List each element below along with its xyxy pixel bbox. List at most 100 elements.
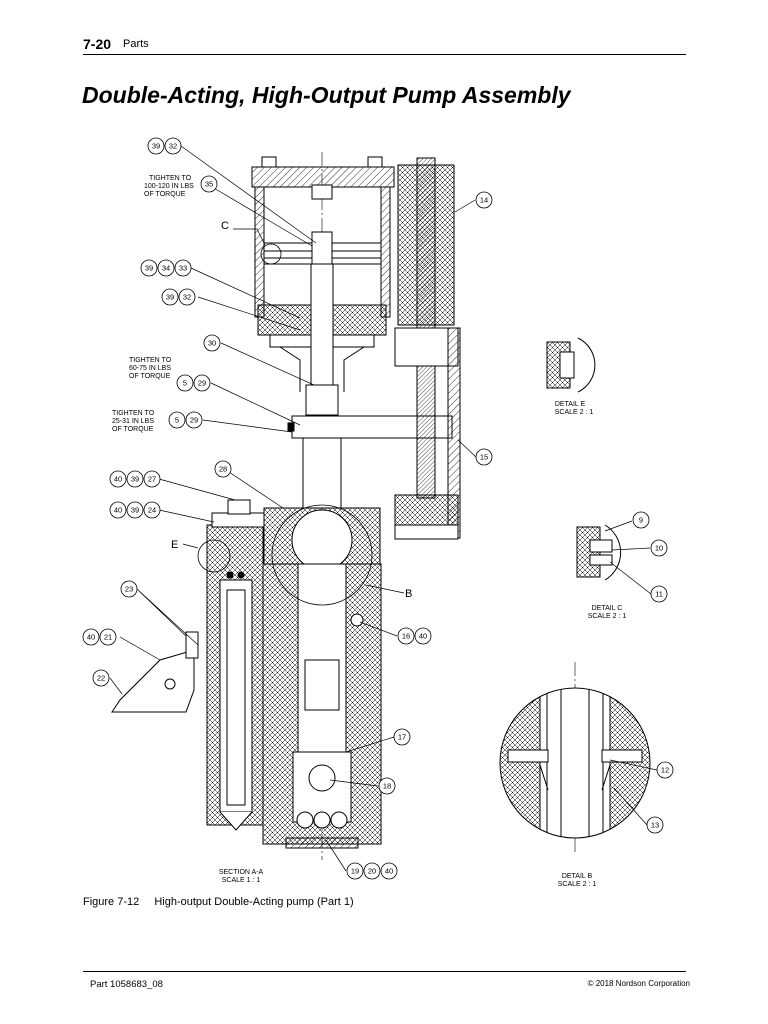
svg-text:30: 30	[208, 339, 216, 348]
detail-e-label: DETAIL E	[555, 401, 586, 408]
svg-text:13: 13	[651, 821, 659, 830]
footer-copyright: © 2018 Nordson Corporation	[587, 979, 690, 988]
svg-text:40: 40	[419, 632, 427, 641]
callout-39-32-top: 39 32	[147, 137, 182, 155]
svg-text:34: 34	[162, 264, 170, 273]
torque-note-1-line2: 100-120 IN LBS	[144, 183, 194, 190]
svg-text:40: 40	[114, 475, 122, 484]
svg-text:19: 19	[351, 867, 359, 876]
svg-text:33: 33	[179, 264, 187, 273]
callout-12: 12	[656, 761, 674, 779]
svg-text:32: 32	[169, 142, 177, 151]
svg-text:18: 18	[383, 782, 391, 791]
svg-text:27: 27	[148, 475, 156, 484]
svg-text:39: 39	[145, 264, 153, 273]
svg-text:39: 39	[152, 142, 160, 151]
section-scale: SCALE 1 : 1	[222, 877, 261, 884]
torque-note-3-line1: TIGHTEN TO	[112, 410, 155, 417]
svg-text:9: 9	[639, 516, 643, 525]
callout-5-29-a: 5 29	[176, 374, 211, 392]
callout-15: 15	[475, 448, 493, 466]
svg-text:11: 11	[655, 590, 663, 599]
callout-35: 35	[200, 175, 218, 193]
callout-22: 22	[92, 669, 110, 687]
svg-text:5: 5	[183, 379, 187, 388]
detail-b-view: DETAIL B SCALE 2 : 1	[499, 662, 651, 888]
svg-text:10: 10	[655, 544, 663, 553]
callout-13: 13	[646, 816, 664, 834]
torque-note-3-line2: 25-31 IN LBS	[112, 418, 154, 425]
svg-text:14: 14	[480, 196, 488, 205]
torque-note-3: TIGHTEN TO 25-31 IN LBS OF TORQUE	[112, 410, 155, 433]
detail-b-scale: SCALE 2 : 1	[558, 881, 597, 888]
page-title: Double-Acting, High-Output Pump Assembly	[82, 82, 571, 108]
detail-e-view: DETAIL E SCALE 2 : 1	[546, 337, 596, 416]
callout-40-39-24: 40 39 24	[109, 501, 161, 519]
figure-caption: Figure 7-12 High-output Double-Acting pu…	[83, 896, 354, 908]
callout-14: 14	[475, 191, 493, 209]
svg-text:22: 22	[97, 674, 105, 683]
section-name: Parts	[123, 38, 149, 50]
callout-bubble-group: 39 32 35 39 34 33 39 32 30 5 29 5 29 28 40 39 27…	[82, 137, 674, 880]
detail-e-letter: E	[171, 539, 178, 551]
leader-lines	[109, 145, 658, 872]
svg-text:29: 29	[190, 416, 198, 425]
figure-number: Figure 7-12	[83, 896, 140, 908]
svg-text:39: 39	[131, 475, 139, 484]
svg-text:40: 40	[114, 506, 122, 515]
callout-40-21: 40 21	[82, 628, 117, 646]
detail-c-letter: C	[221, 220, 229, 232]
svg-text:12: 12	[661, 766, 669, 775]
svg-text:15: 15	[480, 453, 488, 462]
section-a-a-view	[111, 152, 461, 860]
callout-39-34-33: 39 34 33	[140, 259, 192, 277]
detail-c-scale: SCALE 2 : 1	[588, 613, 627, 620]
detail-b-letter: B	[405, 588, 412, 600]
callout-17: 17	[393, 728, 411, 746]
detail-b-label: DETAIL B	[562, 873, 593, 880]
callout-5-29-b: 5 29	[168, 411, 203, 429]
page-number: 7-20	[83, 36, 112, 52]
torque-note-1-line3: OF TORQUE	[144, 191, 186, 198]
detail-c-label: DETAIL C	[592, 605, 623, 612]
svg-text:32: 32	[183, 293, 191, 302]
svg-text:35: 35	[205, 180, 213, 189]
callout-10: 10	[650, 539, 668, 557]
torque-note-2: TIGHTEN TO 60-75 IN LBS OF TORQUE	[129, 357, 172, 380]
figure-caption-text: High-output Double-Acting pump (Part 1)	[154, 896, 354, 908]
section-a-a-label: SECTION A-A SCALE 1 : 1	[219, 869, 264, 884]
torque-note-2-line1: TIGHTEN TO	[129, 357, 172, 364]
footer-part-number: Part 1058683_08	[90, 979, 163, 990]
page-header: 7-20 Parts	[83, 36, 686, 55]
torque-note-2-line3: OF TORQUE	[129, 373, 171, 380]
svg-text:40: 40	[385, 867, 393, 876]
svg-text:23: 23	[125, 585, 133, 594]
torque-note-1-line1: TIGHTEN TO	[149, 175, 192, 182]
svg-text:21: 21	[104, 633, 112, 642]
detail-e-scale: SCALE 2 : 1	[555, 409, 594, 416]
svg-text:20: 20	[368, 867, 376, 876]
torque-note-1: TIGHTEN TO 100-120 IN LBS OF TORQUE	[144, 175, 194, 198]
detail-c-view: DETAIL C SCALE 2 : 1	[576, 524, 627, 620]
callout-23: 23	[120, 580, 138, 598]
callout-40-39-27: 40 39 27	[109, 470, 161, 488]
svg-text:40: 40	[87, 633, 95, 642]
callout-11: 11	[650, 585, 668, 603]
svg-text:5: 5	[175, 416, 179, 425]
svg-text:29: 29	[198, 379, 206, 388]
callout-30: 30	[203, 334, 221, 352]
torque-note-3-line3: OF TORQUE	[112, 426, 154, 433]
svg-text:16: 16	[402, 632, 410, 641]
callout-19-20-40: 19 20 40	[346, 862, 398, 880]
callout-28: 28	[214, 460, 232, 478]
svg-text:28: 28	[219, 465, 227, 474]
callout-18: 18	[378, 777, 396, 795]
svg-text:24: 24	[148, 506, 156, 515]
section-label: SECTION A-A	[219, 869, 264, 876]
footer-rule	[83, 971, 686, 972]
svg-text:39: 39	[131, 506, 139, 515]
torque-note-2-line2: 60-75 IN LBS	[129, 365, 171, 372]
